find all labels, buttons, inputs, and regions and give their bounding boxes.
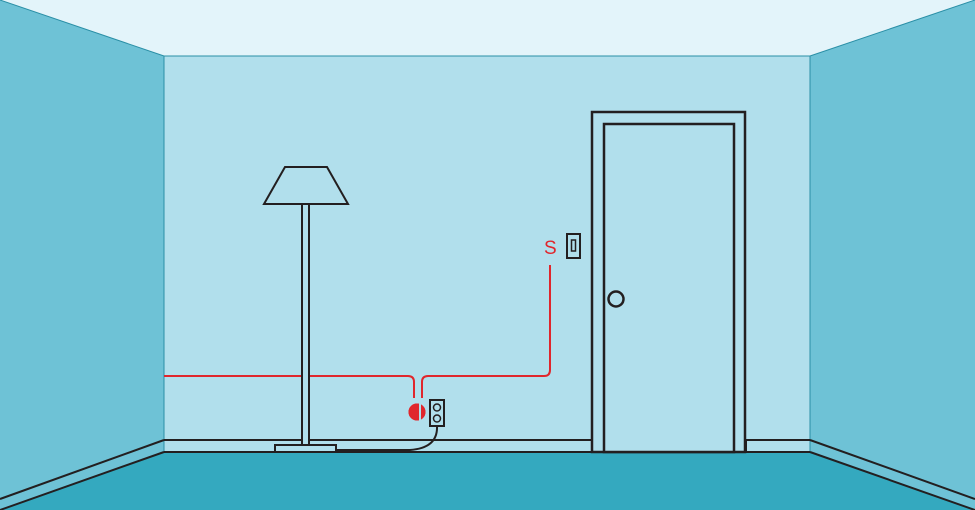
ceiling xyxy=(0,0,975,56)
outlet-icon xyxy=(429,399,445,427)
switch-icon xyxy=(566,233,581,259)
right-wall xyxy=(810,0,975,510)
electrical-wiring xyxy=(164,265,551,398)
outlet-socket-top xyxy=(432,403,442,412)
left-wall xyxy=(0,0,164,510)
room-edges xyxy=(0,0,975,452)
floor-lamp-icon xyxy=(262,166,350,453)
junction-box-icon xyxy=(408,403,426,421)
door-icon xyxy=(590,110,747,454)
lamp-cord xyxy=(336,425,439,451)
floor xyxy=(0,452,975,510)
lamp-pole xyxy=(301,203,310,446)
door-panel xyxy=(602,122,736,454)
door-knob-icon xyxy=(607,290,625,308)
switch-toggle xyxy=(570,239,577,252)
wire-to-switch xyxy=(421,265,551,398)
wire-from-left-wall xyxy=(164,375,415,398)
lamp-shade xyxy=(262,166,350,205)
lamp-base xyxy=(274,444,337,453)
outlet-socket-bottom xyxy=(432,414,442,423)
switch-label: S xyxy=(544,238,557,259)
